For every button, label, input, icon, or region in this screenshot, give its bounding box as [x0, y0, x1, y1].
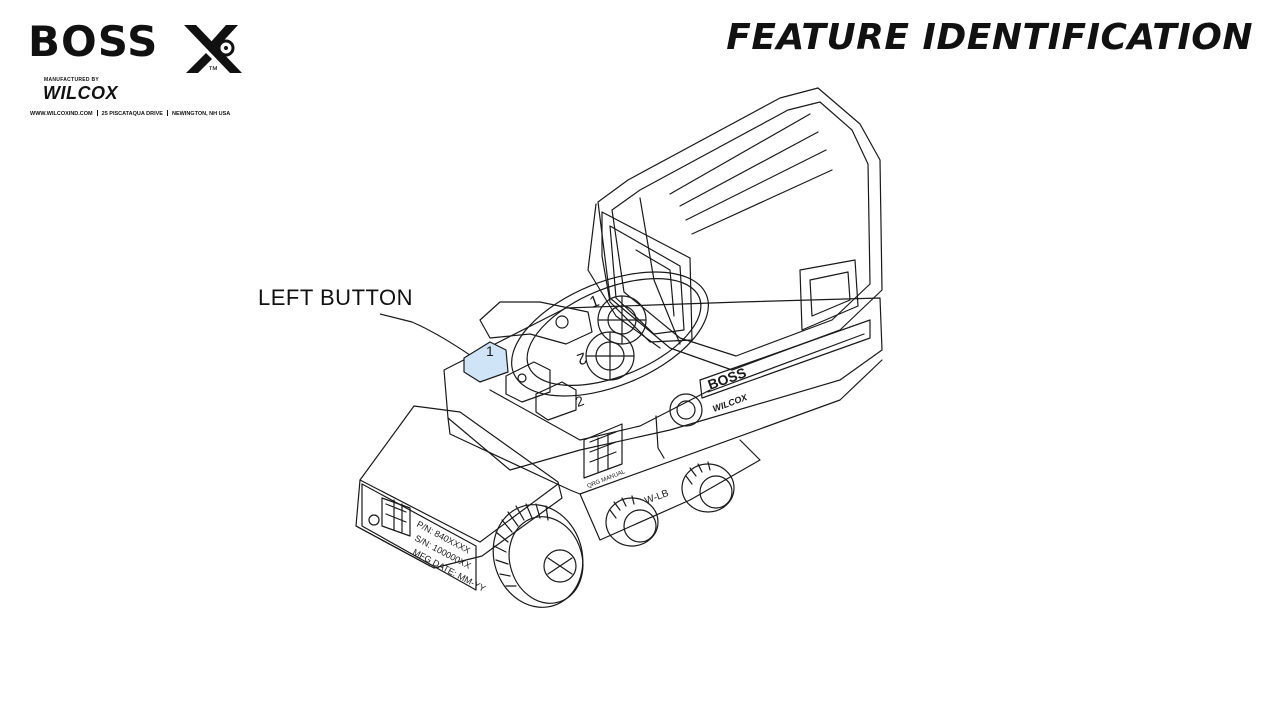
website: WWW.WILCOXIND.COM	[30, 111, 93, 117]
device-drawing: 1 2 1 2 BOSS WILCOX QRG MANUAL	[340, 80, 900, 620]
address-line: WWW.WILCOXIND.COM 25 PISCATAQUA DRIVE NEWI…	[30, 110, 270, 117]
optic-body	[443, 297, 883, 495]
brand-name: BOSS	[28, 17, 159, 66]
trademark: ™	[208, 65, 218, 76]
button-mark-1: 1	[486, 343, 494, 359]
dial-mark-1: 1	[588, 293, 602, 312]
callout-left-button: LEFT BUTTON	[258, 285, 414, 310]
brightness-dial: 1 2	[479, 271, 709, 397]
street: 25 PISCATAQUA DRIVE	[101, 111, 163, 117]
left-button	[463, 341, 509, 383]
control-buttons: 1 2	[463, 341, 586, 421]
optic-hood	[587, 87, 883, 371]
boss-xe-mark-icon	[184, 25, 242, 73]
manufacturer-logo: WILCOX	[43, 83, 118, 103]
battery-cap	[492, 503, 584, 608]
device-maker: WILCOX	[711, 392, 749, 414]
page-title: FEATURE IDENTIFICATION	[726, 17, 1253, 58]
battery-compartment: P/N: 840XXXX S/N: 100000XX MFG DATE: MM-…	[355, 405, 563, 594]
manufactured-by-label: MANUFACTURED BY	[44, 77, 100, 83]
city: NEWINGTON, NH USA	[171, 111, 231, 117]
brand-logo: BOSS ™ MANUFACTURED BY WILCOX WWW.WILCOX…	[28, 20, 268, 120]
mount-mark: W-LB	[643, 488, 670, 507]
